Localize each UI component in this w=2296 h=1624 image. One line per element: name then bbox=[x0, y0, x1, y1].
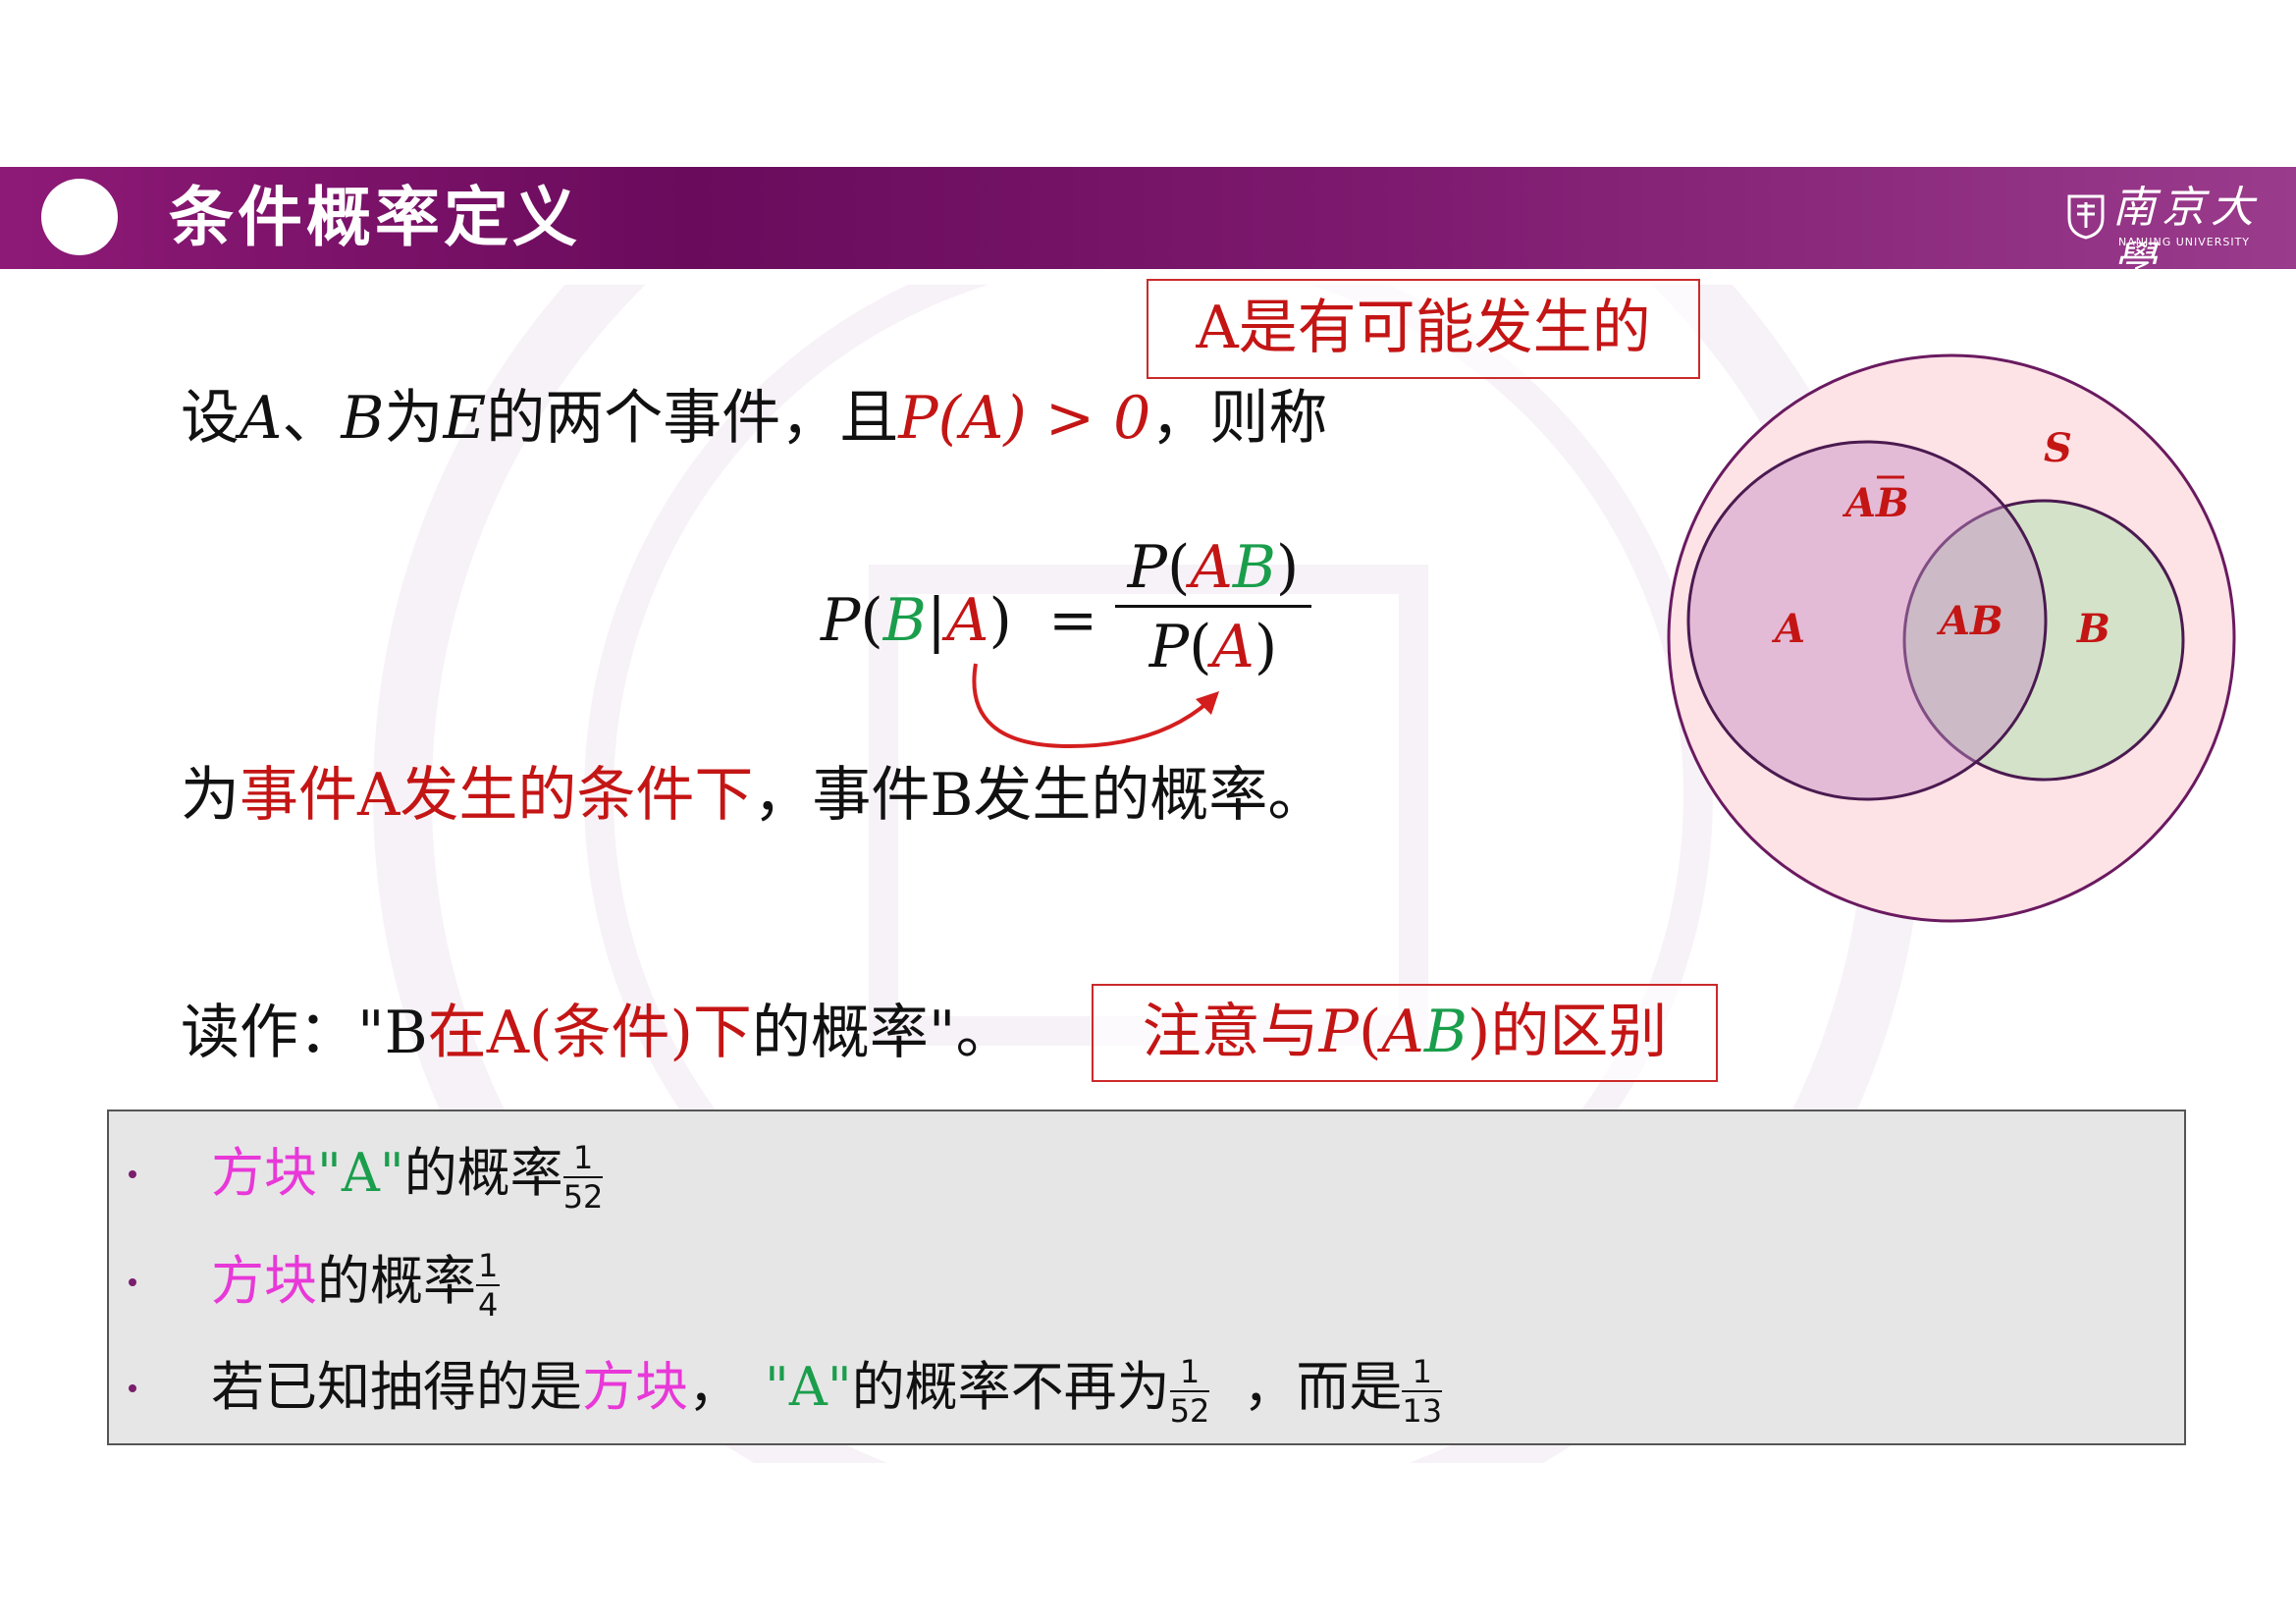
meaning-line: 为事件A发生的条件下，事件B发生的概率。 bbox=[181, 756, 1326, 835]
callout-difference-text-1: 注意与 bbox=[1142, 998, 1319, 1066]
meaning-text-1: 为 bbox=[181, 761, 240, 830]
bullet-dot bbox=[129, 1278, 136, 1286]
formula-denominator: P(A) bbox=[1115, 608, 1311, 686]
formula-given-bar: | bbox=[926, 586, 947, 655]
callout-a-possible-text: A是有可能发生的 bbox=[1196, 294, 1651, 362]
reading-line: 读作："B在A(条件)下的概率"。 bbox=[181, 994, 1014, 1072]
note-3-diamond: 方块 bbox=[582, 1356, 688, 1418]
formula-numerator: P(AB) bbox=[1115, 530, 1311, 608]
denominator-a: A bbox=[1211, 613, 1255, 681]
label-a-not-b-a: A bbox=[1842, 480, 1876, 526]
formula-fraction: P(AB) P(A) bbox=[1115, 530, 1311, 686]
note-3-denominator-2: 13 bbox=[1402, 1392, 1443, 1430]
definition-text-2: 为 bbox=[384, 384, 444, 453]
logo-name: 南京大學 bbox=[2112, 183, 2260, 288]
bullet-dot bbox=[129, 1170, 136, 1178]
note-2-probability: 的概率 bbox=[317, 1250, 476, 1312]
label-b: B bbox=[2076, 606, 2110, 652]
denominator-p: P bbox=[1148, 613, 1190, 681]
condition-pa-positive: P(A) > 0 bbox=[898, 384, 1151, 453]
formula-b: B bbox=[882, 586, 927, 655]
label-a-not-b: AB bbox=[1842, 480, 1909, 526]
label-a: A bbox=[1771, 606, 1805, 652]
note-1-diamond: 方块 bbox=[211, 1142, 317, 1204]
page-title: 条件概率定义 bbox=[169, 180, 581, 255]
formula-lparen: ( bbox=[860, 586, 883, 655]
set-a-circle bbox=[1686, 440, 2048, 801]
note-2-diamond: 方块 bbox=[211, 1250, 317, 1312]
callout-difference-rparen: ) bbox=[1467, 998, 1491, 1066]
venn-diagram: S A B AB AB bbox=[1667, 353, 2236, 923]
bullet-dot bbox=[129, 1384, 136, 1392]
reading-condition: 在A(条件)下 bbox=[427, 999, 752, 1067]
label-a-not-b-b: B bbox=[1875, 480, 1909, 526]
note-2-numerator: 1 bbox=[476, 1247, 501, 1286]
definition-line: 设A、B为E的两个事件，且P(A) > 0，则称 bbox=[181, 379, 1327, 458]
emblem-icon bbox=[2067, 194, 2105, 240]
definition-text-1: 设 bbox=[181, 384, 240, 453]
title-bar: 条件概率定义 南京大學 NANJING UNIVERSITY bbox=[0, 167, 2296, 288]
numerator-lparen: ( bbox=[1167, 533, 1191, 602]
title-bullet-circle bbox=[41, 179, 118, 255]
meaning-condition: 事件A发生的条件下 bbox=[240, 761, 754, 830]
definition-sep: 、 bbox=[282, 384, 342, 453]
note-3-denominator-1: 52 bbox=[1169, 1392, 1210, 1430]
denominator-rparen: ) bbox=[1254, 613, 1278, 681]
callout-difference-p: P bbox=[1318, 998, 1360, 1066]
numerator-rparen: ) bbox=[1275, 533, 1300, 602]
arrow-condition-to-denominator bbox=[972, 663, 1219, 749]
callout-difference-b: B bbox=[1423, 998, 1468, 1066]
meaning-text-3: ，事件B发生的概率。 bbox=[753, 761, 1327, 830]
conditional-probability-formula: P(B|A) = P(AB) P(A) bbox=[821, 530, 1331, 707]
note-1-numerator: 1 bbox=[562, 1139, 604, 1178]
definition-text-3: 的两个事件，且 bbox=[486, 384, 899, 453]
university-logo: 南京大學 NANJING UNIVERSITY bbox=[2061, 181, 2287, 288]
reading-text-1: 读作："B bbox=[181, 999, 428, 1067]
label-s: S bbox=[2044, 425, 2072, 471]
label-ab: AB bbox=[1936, 598, 2003, 644]
note-3-ace: "A" bbox=[765, 1356, 852, 1418]
event-b: B bbox=[341, 384, 385, 453]
note-1-denominator: 52 bbox=[562, 1178, 604, 1216]
formula-p: P bbox=[821, 586, 861, 655]
note-3-instead: ，而是 bbox=[1243, 1356, 1403, 1418]
note-3-numerator-2: 1 bbox=[1402, 1353, 1443, 1392]
callout-difference-text-2: 的区别 bbox=[1490, 998, 1668, 1066]
definition-text-4: ，则称 bbox=[1150, 384, 1328, 453]
note-3-numerator-1: 1 bbox=[1169, 1353, 1210, 1392]
formula-rparen: ) bbox=[988, 586, 1012, 655]
note-2-denominator: 4 bbox=[478, 1286, 499, 1324]
formula-a: A bbox=[946, 586, 989, 655]
callout-difference: 注意与P(AB)的区别 bbox=[1092, 984, 1718, 1082]
event-a: A bbox=[240, 384, 283, 453]
note-1-probability: 的概率 bbox=[403, 1142, 563, 1204]
note-3-sep: ， bbox=[688, 1356, 741, 1418]
note-3-prefix: 若已知抽得的是 bbox=[211, 1356, 582, 1418]
numerator-p: P bbox=[1127, 533, 1168, 602]
callout-a-possible: A是有可能发生的 bbox=[1147, 279, 1700, 379]
formula-equals: = bbox=[1047, 586, 1098, 655]
numerator-b: B bbox=[1232, 533, 1276, 602]
note-3-probability: 的概率不再为 bbox=[851, 1356, 1170, 1418]
callout-difference-lparen: ( bbox=[1359, 998, 1382, 1066]
reading-text-3: 的概率"。 bbox=[751, 999, 1015, 1067]
logo-english: NANJING UNIVERSITY bbox=[2118, 236, 2251, 248]
note-1-ace: "A" bbox=[317, 1142, 404, 1204]
experiment-e: E bbox=[443, 384, 487, 453]
callout-difference-a: A bbox=[1381, 998, 1424, 1066]
numerator-a: A bbox=[1190, 533, 1233, 602]
denominator-lparen: ( bbox=[1189, 613, 1212, 681]
